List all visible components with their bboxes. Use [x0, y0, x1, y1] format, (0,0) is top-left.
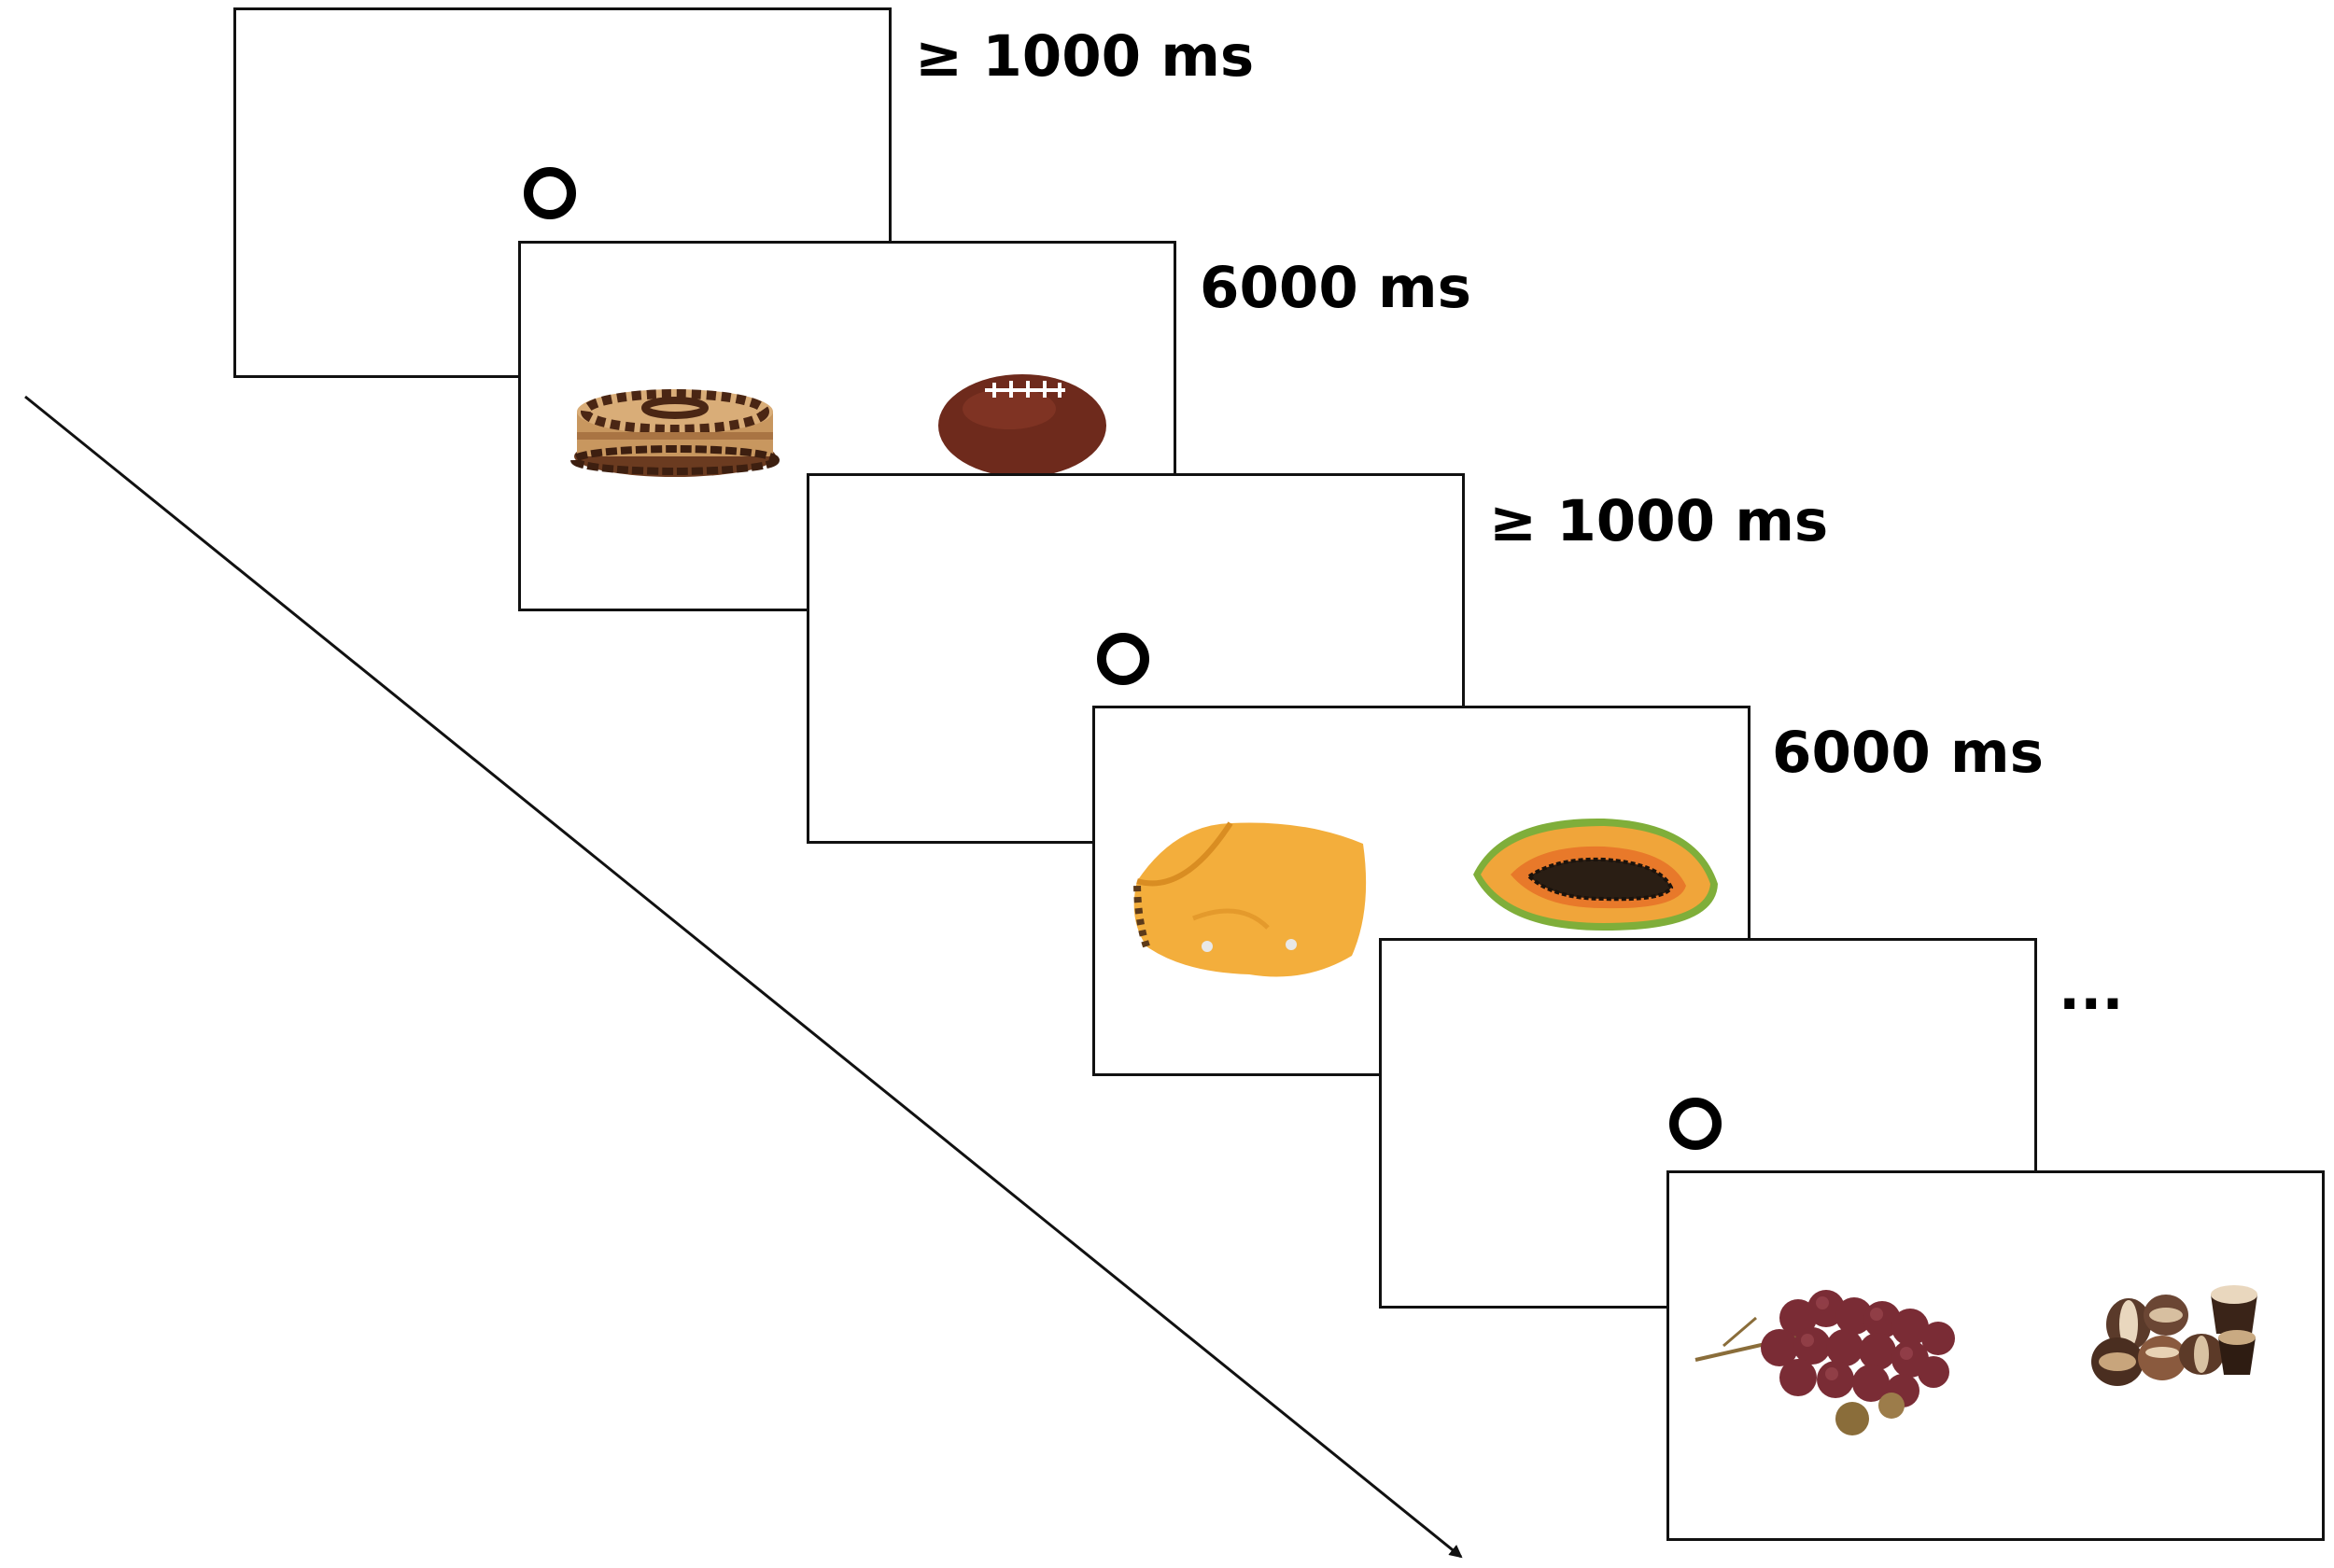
circle-fixation-icon — [1669, 1098, 1722, 1150]
football-image — [938, 374, 1106, 477]
chocolates-image — [2091, 1285, 2257, 1386]
stimulus-screen-3 — [1666, 1170, 2325, 1541]
duration-label-4: 6000 ms — [1772, 720, 2044, 786]
pillow-image — [1133, 821, 1367, 977]
cake-image — [570, 389, 780, 477]
papaya-image — [1473, 818, 1718, 931]
circle-fixation-icon — [1097, 633, 1149, 685]
continuation-label: ... — [2059, 957, 2124, 1023]
circle-fixation-icon — [524, 167, 576, 219]
timeline-arrow-line — [24, 395, 1463, 1559]
duration-label-1: ≥ 1000 ms — [915, 23, 1255, 90]
duration-label-3: ≥ 1000 ms — [1489, 488, 1829, 554]
grapes-image — [1694, 1290, 1955, 1435]
duration-label-2: 6000 ms — [1200, 255, 1471, 321]
